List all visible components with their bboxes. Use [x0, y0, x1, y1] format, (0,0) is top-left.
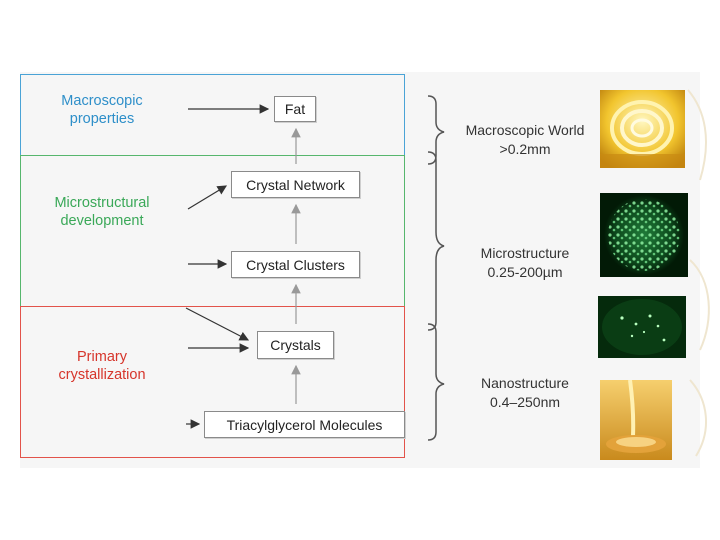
arrow-diagonal-to-crystals	[185, 307, 250, 341]
scale-name: Nanostructure	[481, 375, 569, 391]
scale-label-microstructure: Microstructure 0.25-200µm	[450, 244, 600, 282]
stage-label-line: crystallization	[58, 367, 146, 383]
node-crystal-clusters: Crystal Clusters	[231, 251, 360, 278]
node-crystals: Crystals	[257, 331, 334, 359]
microstructural-band	[20, 155, 405, 307]
decorative-curves	[687, 89, 710, 457]
scale-range: 0.4–250nm	[489, 394, 561, 410]
stage-label-line: Primary	[77, 349, 127, 365]
scale-range: >0.2mm	[499, 141, 551, 157]
stage-label-line: Macroscopic	[61, 93, 143, 109]
crystal-network-graphic	[600, 193, 688, 277]
node-crystal-network: Crystal Network	[231, 171, 360, 198]
stage-label-line: Microstructural	[54, 195, 150, 211]
brace-macroscopic	[427, 95, 445, 165]
scale-label-macroscopic: Macroscopic World >0.2mm	[450, 121, 600, 159]
node-fat: Fat	[274, 96, 316, 122]
curly-braces	[427, 95, 445, 441]
crystals-micrograph	[598, 296, 686, 358]
primary-band	[20, 306, 405, 458]
arrow-to-crystal-network	[187, 185, 228, 210]
crystal-network-micrograph	[600, 193, 688, 277]
stage-label-line: properties	[69, 111, 135, 127]
macroscopic-band	[20, 74, 405, 156]
butter-curl-graphic	[600, 90, 685, 168]
stage-label-line: development	[60, 213, 144, 229]
butter-curl-photo	[600, 90, 685, 168]
scale-range: 0.25-200µm	[487, 264, 563, 280]
crystals-graphic	[598, 296, 686, 358]
brace-nanostructure	[427, 323, 445, 441]
scale-name: Macroscopic World	[465, 122, 585, 138]
stage-label-microstructural: Microstructural development	[22, 194, 182, 230]
diagram-panel	[20, 72, 700, 468]
oil-pour-photo	[600, 380, 672, 460]
scale-name: Microstructure	[480, 245, 570, 261]
oil-pour-graphic	[600, 380, 672, 460]
node-triacylglycerol-molecules: Triacylglycerol Molecules	[204, 411, 405, 438]
stage-label-primary: Primary crystallization	[22, 348, 182, 384]
brace-microstructure	[427, 151, 445, 331]
scale-label-nanostructure: Nanostructure 0.4–250nm	[450, 374, 600, 412]
stage-label-macroscopic: Macroscopic properties	[22, 92, 182, 128]
